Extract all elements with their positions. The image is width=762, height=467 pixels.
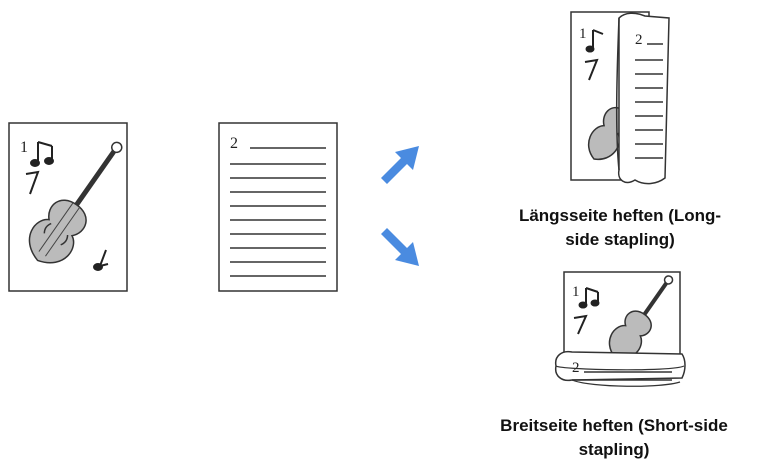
page-2-sheet: 2 [218, 122, 338, 292]
arrow-down-right-icon [381, 228, 419, 266]
page-1-number: 1 [20, 139, 28, 156]
long-side-stapling-illustration: 1 2 [570, 11, 670, 185]
page-2-number: 2 [230, 135, 238, 152]
music-note-icon [573, 314, 588, 335]
long-side-caption-line-2: side stapling) [565, 230, 675, 249]
music-note-icon [25, 170, 40, 195]
short-page-1-number: 1 [572, 284, 580, 300]
short-side-stapling-illustration: 1 2 [554, 271, 686, 387]
text-lines [572, 371, 672, 381]
short-side-caption: Breitseite heften (Short-side stapling) [466, 414, 762, 462]
music-note-icon [578, 287, 600, 309]
violin-icon [28, 141, 123, 264]
long-side-illustration: 1 2 [565, 10, 675, 190]
page-1-sheet: 1 [8, 122, 128, 292]
long-side-caption: Längsseite heften (Long- side stapling) [470, 204, 762, 252]
short-page-2-number: 2 [572, 360, 580, 376]
music-note-icon [93, 249, 109, 271]
page-1-illustration: 1 [8, 122, 128, 292]
text-lines [230, 147, 326, 277]
arrow-up-right-icon [381, 146, 419, 184]
long-side-caption-line-1: Längsseite heften (Long- [518, 206, 722, 225]
short-side-illustration: 1 2 [552, 270, 692, 405]
long-page-1-number: 1 [579, 26, 587, 42]
text-lines [635, 43, 663, 159]
violin-icon [608, 275, 674, 359]
short-side-caption-line-1: Breitseite heften (Short-side [500, 416, 728, 435]
music-note-icon [30, 141, 54, 167]
page-2-illustration: 2 [218, 122, 338, 292]
short-side-caption-line-2: stapling) [578, 440, 650, 459]
music-note-icon [584, 58, 599, 81]
long-page-2-number: 2 [635, 32, 643, 48]
music-note-icon [585, 29, 604, 53]
